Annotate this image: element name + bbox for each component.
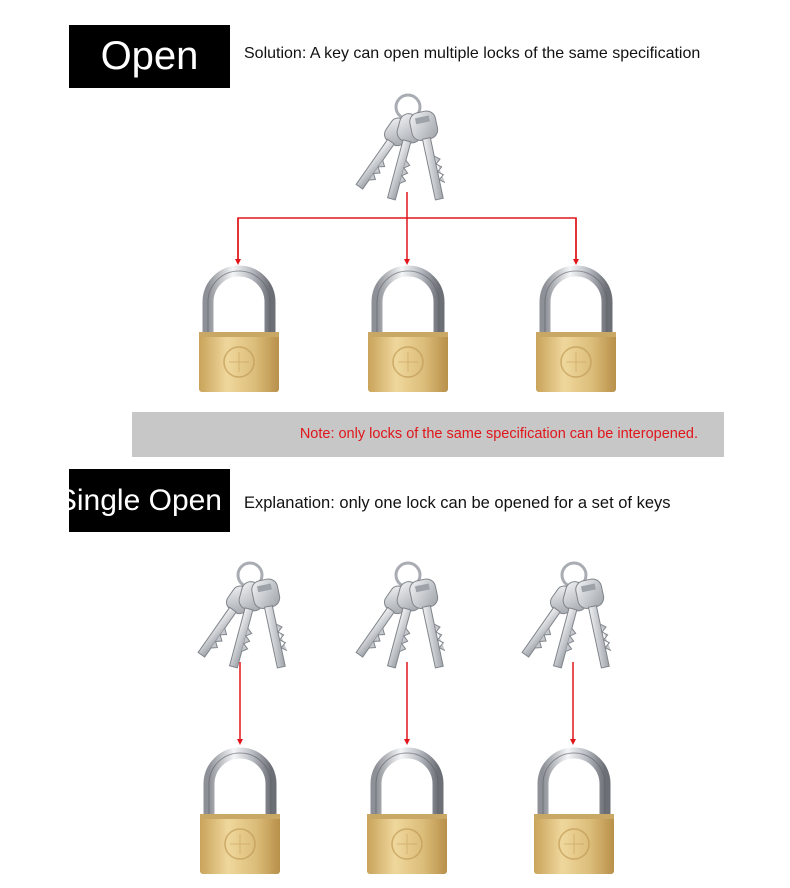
key-bunch-icon	[348, 93, 454, 204]
padlock-icon	[536, 271, 616, 392]
padlock-icon	[367, 753, 447, 874]
padlock-icon	[534, 753, 614, 874]
padlock-icon	[368, 271, 448, 392]
key-bunch-icon	[190, 561, 296, 672]
key-bunch-icon	[348, 561, 454, 672]
note-band: Note: only locks of the same specificati…	[132, 412, 724, 457]
key-bunch-icon	[514, 561, 620, 672]
padlock-icon	[200, 753, 280, 874]
single-open-label: Single Open	[69, 483, 222, 517]
single-open-label-box: Single Open	[69, 469, 230, 532]
solution-caption: Solution: A key can open multiple locks …	[244, 45, 701, 62]
open-label: Open	[100, 34, 199, 78]
note-text: Note: only locks of the same specificati…	[299, 426, 698, 442]
open-label-box: Open	[69, 25, 230, 88]
explanation-caption: Explanation: only one lock can be opened…	[244, 494, 671, 512]
single-arrows	[237, 662, 576, 745]
padlock-icon	[199, 271, 279, 392]
branch-connector	[235, 192, 579, 265]
